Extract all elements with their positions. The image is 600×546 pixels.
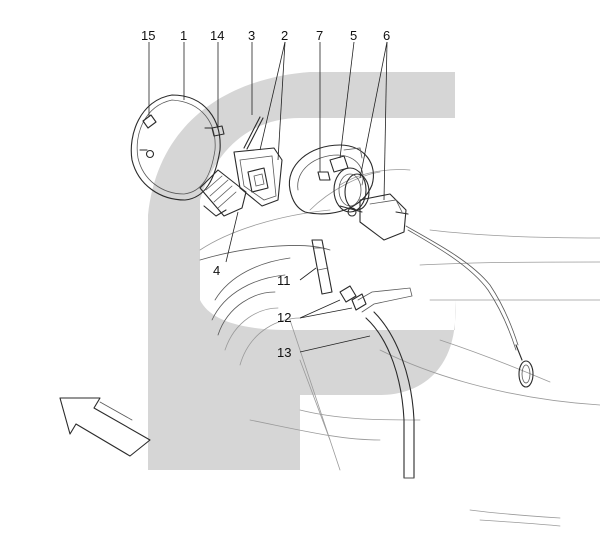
callout-6: 6 — [383, 28, 390, 43]
lock-actuator — [339, 193, 409, 241]
callout-2: 2 — [281, 28, 288, 43]
release-cable — [405, 225, 534, 388]
car-body-outline — [199, 169, 600, 527]
callout-12: 12 — [277, 310, 291, 325]
callout-labels: 15 1 14 3 2 7 5 6 4 11 12 13 — [141, 28, 390, 360]
watermark-top-band — [148, 72, 455, 300]
direction-arrow-icon — [59, 397, 151, 457]
filler-recess-housing — [288, 144, 374, 215]
hose-clamps — [339, 285, 413, 313]
drain-pipe — [365, 311, 415, 479]
watermark-logo — [148, 72, 456, 470]
watermark-bottom-band — [148, 395, 300, 470]
hinge-assembly — [233, 147, 283, 207]
callout-5: 5 — [350, 28, 357, 43]
callout-14: 14 — [210, 28, 224, 43]
filler-neck-flange — [333, 167, 370, 213]
callout-3: 3 — [248, 28, 255, 43]
hinge-pin — [243, 116, 264, 150]
watermark-middle-band — [148, 300, 456, 395]
fuel-door-flap — [130, 94, 221, 201]
callout-1: 1 — [180, 28, 187, 43]
callout-4: 4 — [213, 263, 220, 278]
bumper-stop — [204, 125, 225, 137]
callout-15: 15 — [141, 28, 155, 43]
callout-11: 11 — [277, 273, 291, 288]
filler-hose — [311, 239, 333, 295]
spring-bracket — [199, 169, 247, 217]
leader-lines — [148, 41, 388, 353]
callout-7: 7 — [316, 28, 323, 43]
callout-13: 13 — [277, 345, 291, 360]
